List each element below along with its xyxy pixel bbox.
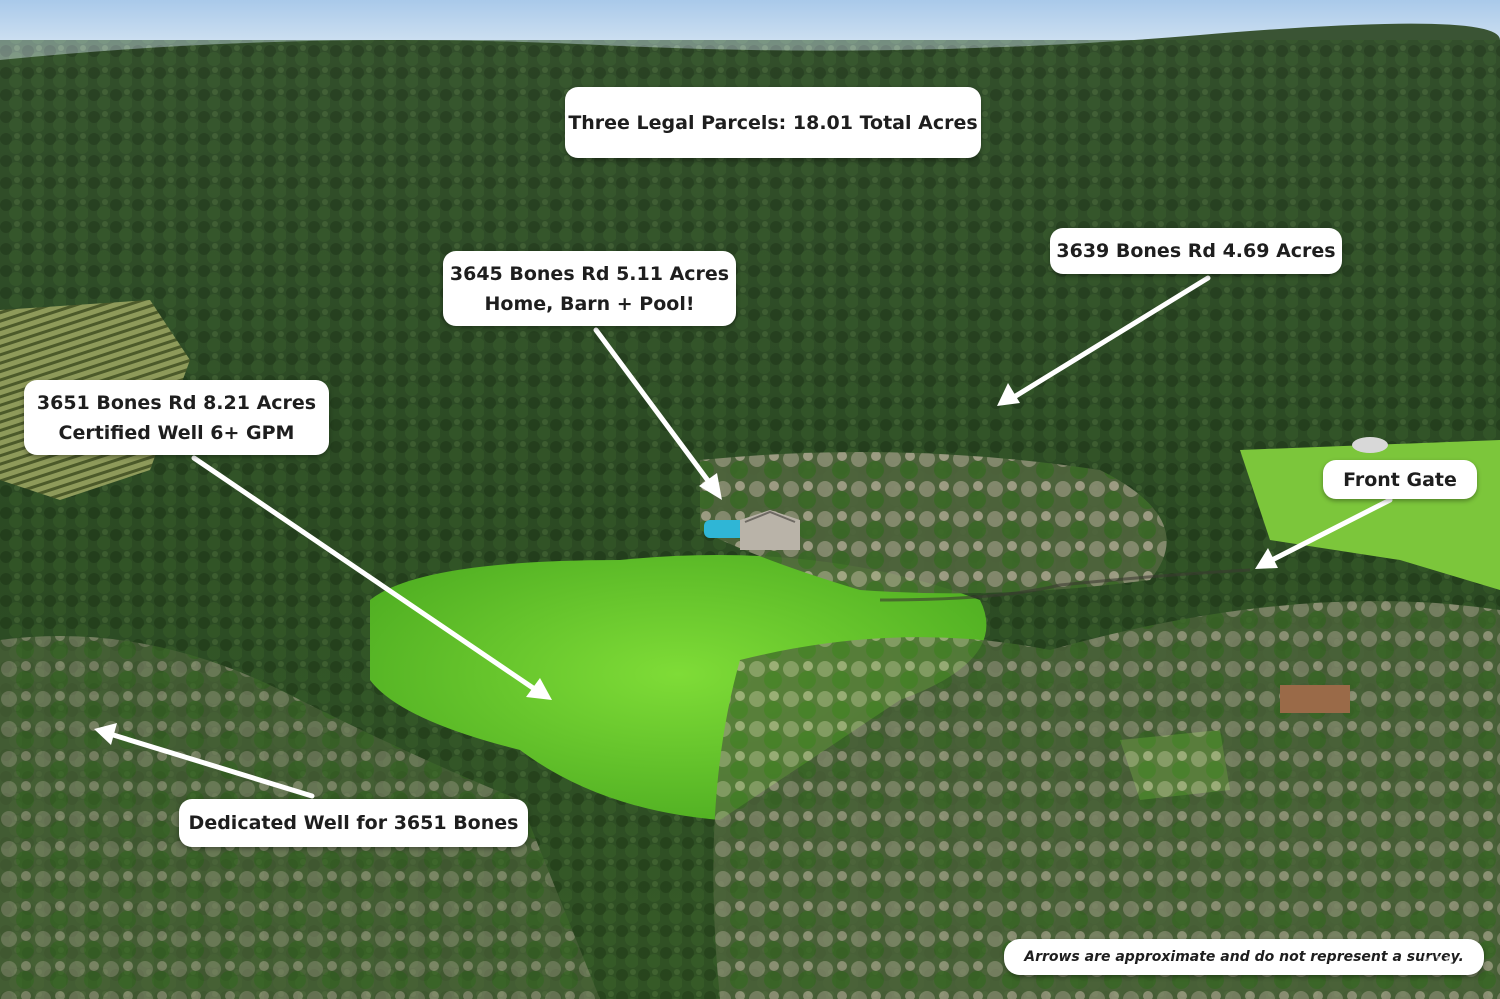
arrowhead-3645 [699, 473, 722, 500]
survey-disclaimer: Arrows are approximate and do not repres… [1004, 939, 1484, 975]
arrow-3651 [191, 455, 539, 693]
parcel-3651-title: 3651 Bones Rd 8.21 Acres [36, 391, 317, 414]
arrowhead-front-gate [1255, 548, 1278, 569]
arrow-front-gate [1269, 497, 1393, 563]
parcel-3639-label: 3639 Bones Rd 4.69 Acres [1050, 228, 1342, 274]
arrowhead-3651 [526, 678, 552, 700]
parcel-3639-title: 3639 Bones Rd 4.69 Acres [1056, 240, 1336, 262]
arrowhead-dedicated-well [94, 723, 117, 745]
total-acres-text: Three Legal Parcels: 18.01 Total Acres [568, 111, 978, 134]
arrow-3645 [593, 327, 715, 489]
annotation-arrows [94, 275, 1393, 799]
dedicated-well-label: Dedicated Well for 3651 Bones [179, 799, 528, 847]
parcel-3645-title: 3645 Bones Rd 5.11 Acres [449, 262, 730, 285]
arrow-dedicated-well [107, 731, 315, 799]
mls-watermark: MLS [1422, 955, 1455, 970]
front-gate-text: Front Gate [1343, 468, 1457, 491]
arrow-3639 [1011, 275, 1211, 400]
parcel-3651-label: 3651 Bones Rd 8.21 Acres Certified Well … [24, 380, 329, 455]
parcel-3645-detail: Home, Barn + Pool! [484, 292, 695, 315]
total-acres-label: Three Legal Parcels: 18.01 Total Acres [565, 87, 981, 158]
front-gate-label: Front Gate [1323, 460, 1477, 499]
parcel-3651-detail: Certified Well 6+ GPM [58, 421, 295, 444]
parcel-3645-label: 3645 Bones Rd 5.11 Acres Home, Barn + Po… [443, 251, 736, 326]
arrowhead-3639 [997, 383, 1020, 406]
dedicated-well-text: Dedicated Well for 3651 Bones [188, 812, 519, 834]
